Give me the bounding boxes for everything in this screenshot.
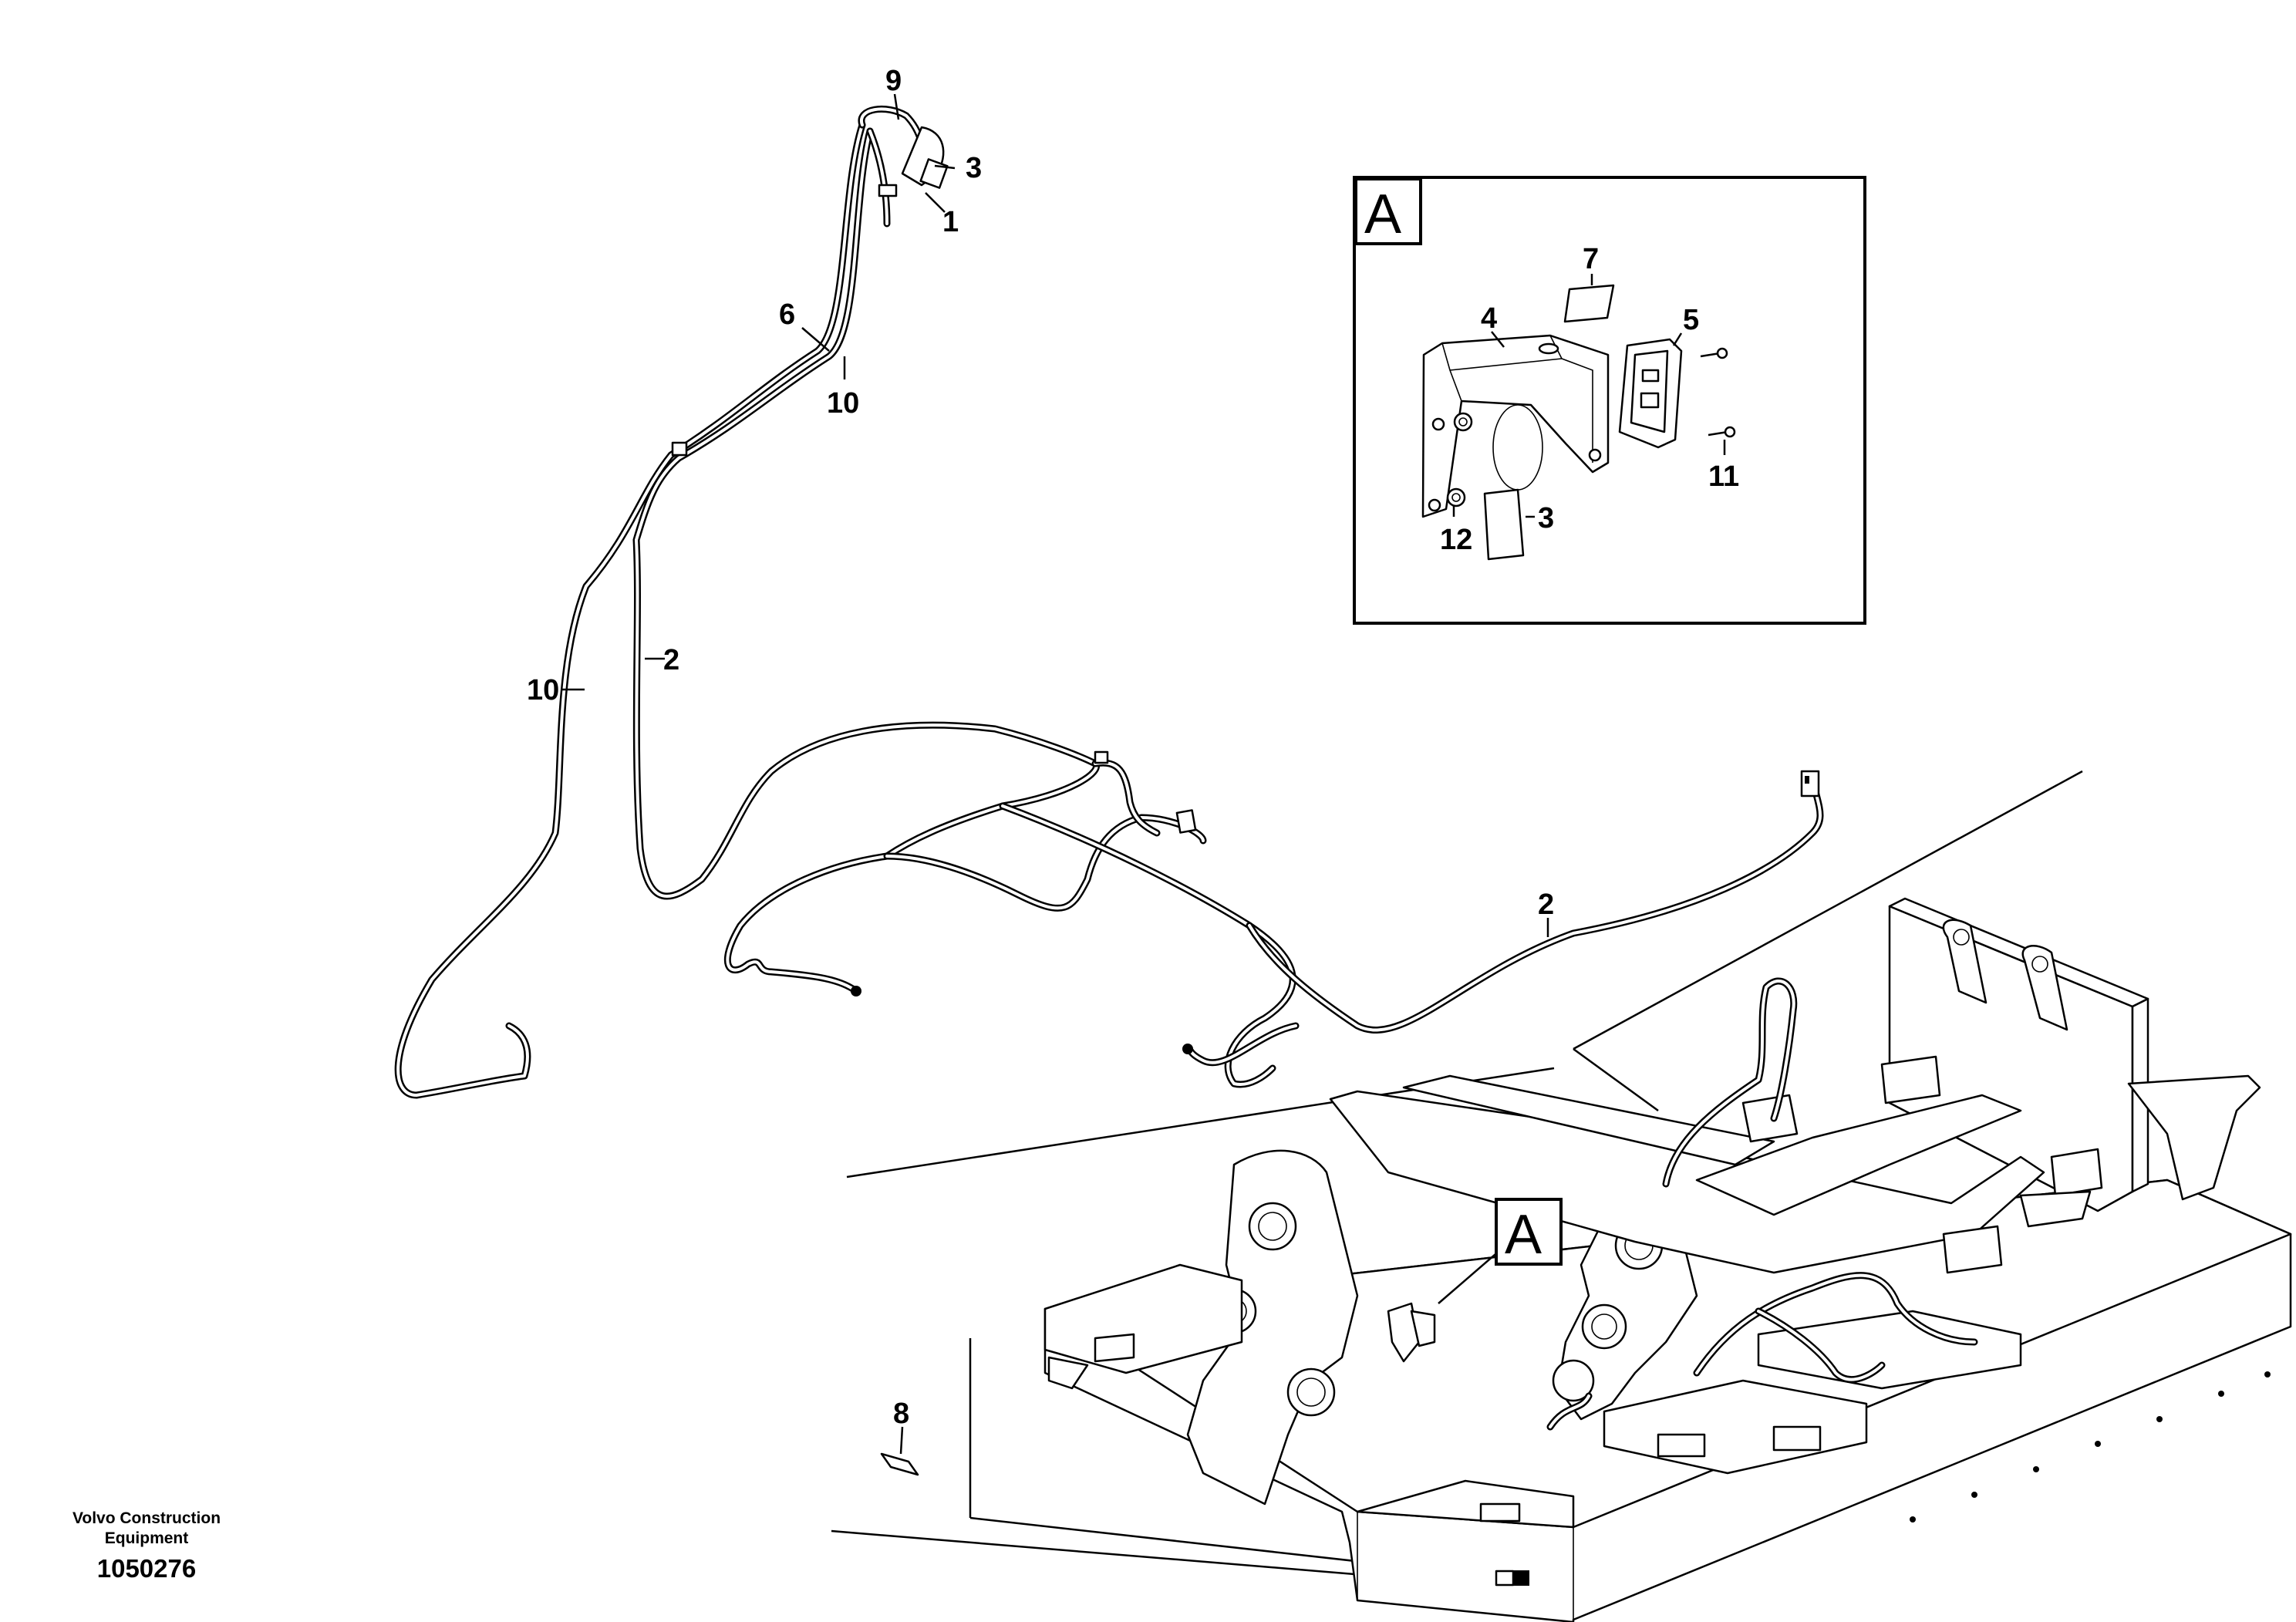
part-11-screws: [1700, 347, 1736, 438]
part-5-display-unit: [1618, 338, 1683, 449]
callout-10-lower: 10: [527, 674, 559, 706]
callout-1: 1: [942, 206, 959, 238]
part-12-nut: [1446, 412, 1473, 508]
callout-11: 11: [1708, 460, 1739, 493]
callout-10-upper: 10: [827, 387, 859, 420]
part-7-decal: [1563, 284, 1615, 323]
callout-12: 12: [1440, 524, 1472, 556]
callout-2-right: 2: [1538, 889, 1554, 921]
detail-a-marker: A: [1505, 1204, 1542, 1266]
manufacturer-name-line-1: Volvo Construction: [72, 1509, 221, 1527]
document-number: 1050276: [96, 1554, 197, 1583]
callout-3: 3: [966, 152, 982, 184]
callout-2-left: 2: [663, 644, 679, 676]
detail-a-label: A: [1364, 184, 1401, 245]
callout-4: 4: [1481, 302, 1497, 335]
callout-3-detail: 3: [1538, 502, 1554, 534]
machine-upper-frame: A: [831, 770, 2292, 1622]
part-8-decal: [880, 1426, 919, 1476]
callout-5: 5: [1683, 304, 1699, 336]
part-4-bracket: [1421, 334, 1610, 518]
callout-9: 9: [885, 65, 902, 97]
callout-leaders: [561, 93, 1549, 937]
callout-6: 6: [779, 298, 795, 331]
part-3-decal: [1483, 488, 1525, 561]
manufacturer-name-line-2: Equipment: [104, 1529, 189, 1547]
detail-view-a: A 7 4 5: [1353, 176, 1866, 625]
callout-8: 8: [893, 1398, 909, 1430]
callout-7: 7: [1583, 243, 1599, 275]
